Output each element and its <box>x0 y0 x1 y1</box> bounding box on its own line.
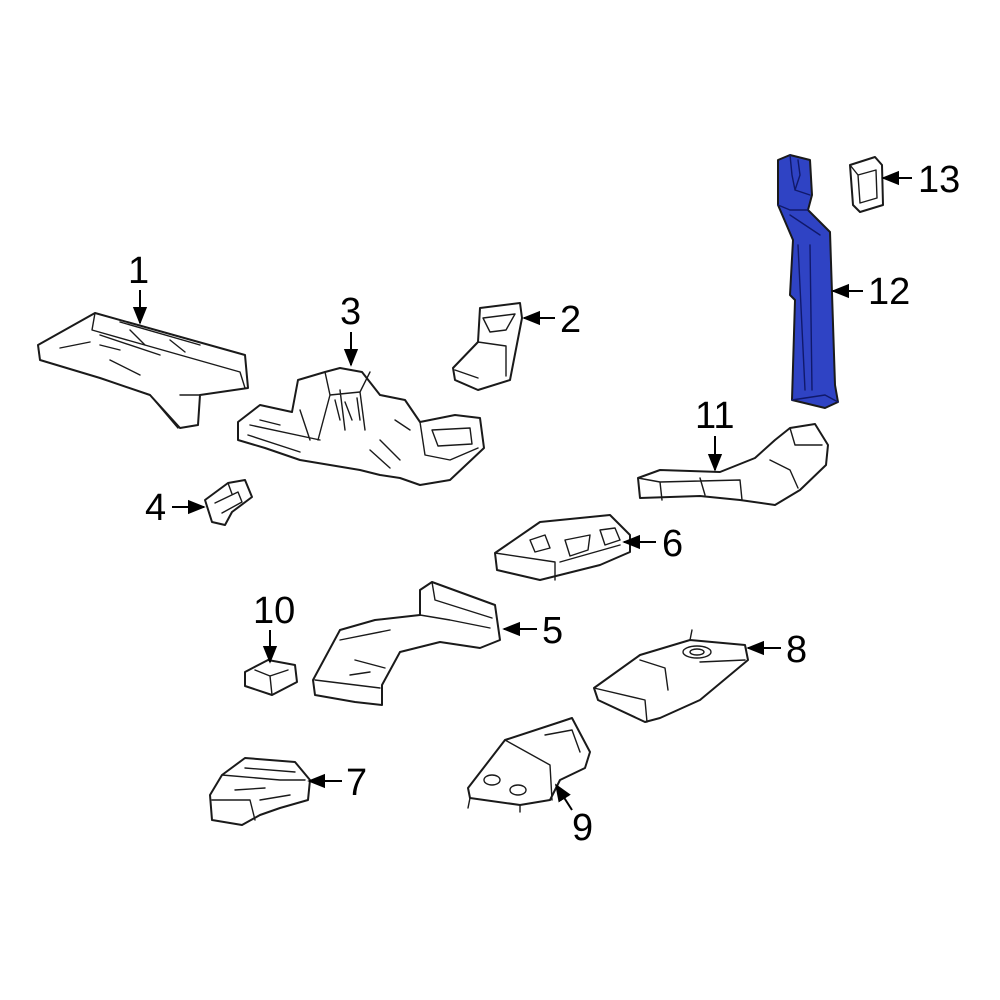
callout-5: 5 <box>502 610 563 652</box>
callout-12: 12 <box>831 271 910 313</box>
part-6-duct[interactable] <box>494 514 631 581</box>
svg-text:2: 2 <box>560 299 581 341</box>
svg-text:1: 1 <box>128 250 149 292</box>
svg-text:4: 4 <box>145 487 166 529</box>
svg-text:6: 6 <box>662 523 683 565</box>
part-4-bracket[interactable] <box>204 479 253 526</box>
svg-text:11: 11 <box>695 395 734 437</box>
callout-8: 8 <box>746 629 807 671</box>
svg-text:10: 10 <box>253 590 295 632</box>
part-10-clip[interactable] <box>244 659 298 696</box>
svg-text:5: 5 <box>542 610 563 652</box>
svg-text:8: 8 <box>786 629 807 671</box>
callout-13: 13 <box>881 159 960 201</box>
callout-1: 1 <box>128 250 149 325</box>
svg-text:13: 13 <box>918 159 960 201</box>
callout-7: 7 <box>307 762 367 804</box>
svg-text:7: 7 <box>346 762 367 804</box>
svg-text:12: 12 <box>868 271 910 313</box>
part-8-duct[interactable] <box>593 629 749 723</box>
callout-9: 9 <box>555 783 593 849</box>
callout-3: 3 <box>340 291 361 367</box>
callout-6: 6 <box>622 523 683 565</box>
callout-11: 11 <box>695 395 734 472</box>
part-13-clip[interactable] <box>849 156 884 213</box>
part-2-duct[interactable] <box>452 302 523 391</box>
callout-4: 4 <box>145 487 206 529</box>
callout-2: 2 <box>522 299 581 341</box>
part-12-duct[interactable] <box>777 154 839 409</box>
callout-10: 10 <box>253 590 295 664</box>
part-3-hvac-housing[interactable] <box>237 367 485 486</box>
part-11-duct[interactable] <box>637 423 829 506</box>
svg-text:3: 3 <box>340 291 361 333</box>
part-7-junction[interactable] <box>209 757 311 826</box>
part-9-duct[interactable] <box>467 717 591 813</box>
part-5-duct[interactable] <box>312 581 501 706</box>
part-1-duct[interactable] <box>37 312 249 429</box>
svg-text:9: 9 <box>572 807 593 849</box>
